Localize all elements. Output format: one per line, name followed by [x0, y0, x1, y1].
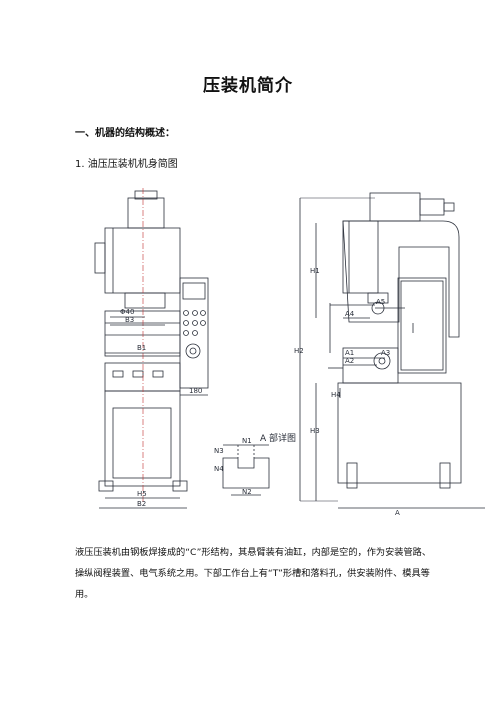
- dim-a4: A4: [345, 310, 355, 318]
- dim-a1: A1: [345, 349, 354, 357]
- section-heading: 一、机器的结构概述：: [75, 128, 175, 139]
- subsection-heading: 1. 油压压装机机身简图: [75, 159, 178, 170]
- dim-n1: N1: [242, 437, 252, 445]
- side-base: [337, 382, 462, 484]
- dim-h2: H2: [294, 347, 304, 355]
- description-paragraph: 液压压装机由钢板焊接成的“C”形结构，其悬臂装有油缸，内部是空的，作为安装管路、…: [75, 542, 435, 605]
- front-ram: [124, 292, 166, 309]
- side-door: [397, 277, 447, 374]
- side-c-frame: [342, 220, 460, 338]
- page-title: 压装机简介: [203, 76, 293, 96]
- control-panel: [179, 277, 209, 389]
- dim-n3: N3: [214, 447, 224, 455]
- dim-d40: Φ40: [120, 308, 134, 316]
- detail-t-slot: [222, 457, 270, 489]
- dim-b4: B2: [137, 500, 146, 508]
- dim-a5: A5: [376, 298, 385, 306]
- dim-h4: H4: [331, 391, 341, 399]
- front-upper-body: [104, 227, 181, 294]
- front-cylinder: [127, 197, 165, 229]
- press-machine-drawing: Φ40 B3 B1 180 H5 B2 A 部详图 N1 N2 N3 N4 H2…: [85, 183, 495, 518]
- front-base: [104, 390, 181, 487]
- detail-a-label: A 部详图: [260, 432, 296, 444]
- side-cylinder: [369, 192, 421, 222]
- dim-h1: H1: [310, 267, 320, 275]
- paragraph-line-3: 用。: [75, 589, 94, 600]
- drawing-svg: Φ40 B3 B1 180 H5 B2 A 部详图 N1 N2 N3 N4 H2…: [94, 188, 485, 517]
- dim-n2: N2: [242, 488, 252, 496]
- dim-h5: H5: [137, 490, 147, 498]
- paragraph-line-2: 操纵阀程装置、电气系统之用。下部工作台上有“T”形槽和落料孔，供安装附件、模具等: [75, 568, 430, 579]
- dim-b1: B1: [137, 344, 146, 352]
- dim-b3: B3: [125, 316, 134, 324]
- dim-a2: A2: [345, 357, 354, 365]
- paragraph-line-1: 液压压装机由钢板焊接成的“C”形结构，其悬臂装有油缸，内部是空的，作为安装管路、: [75, 547, 432, 558]
- dim-a: A: [395, 509, 400, 517]
- front-worktable: [104, 310, 181, 357]
- dim-h3: H3: [310, 427, 320, 435]
- dim-n4: N4: [214, 465, 224, 473]
- dim-a3: A3: [381, 349, 390, 357]
- dim-180: 180: [189, 387, 202, 395]
